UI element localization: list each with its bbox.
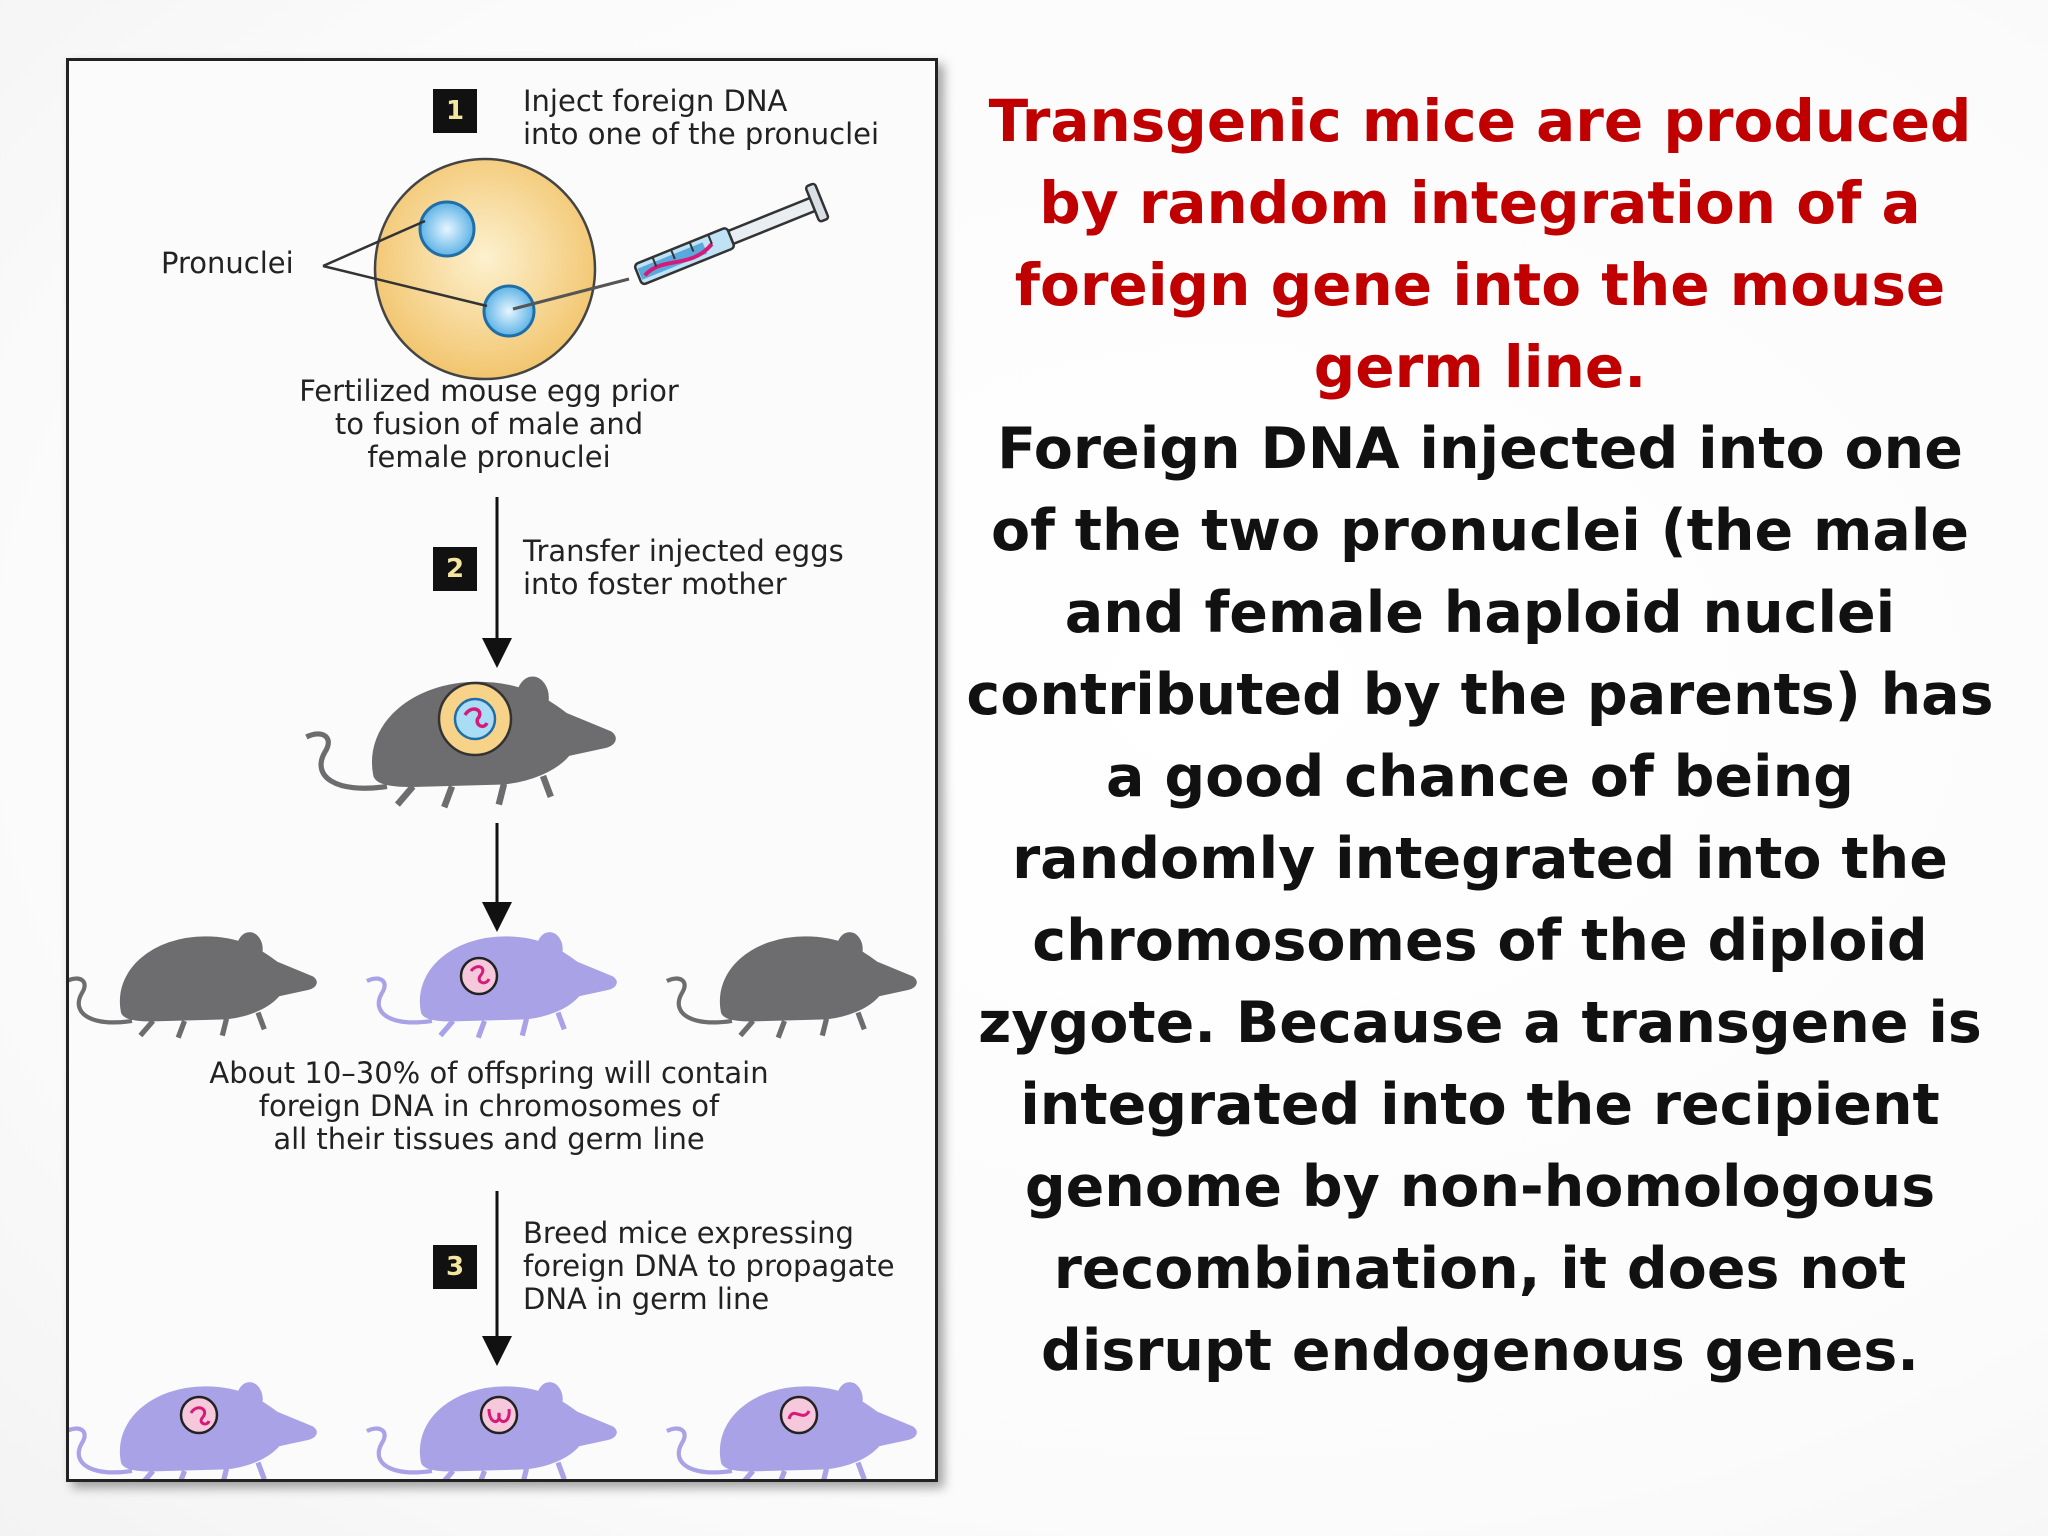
pronucleus-icon <box>482 284 536 338</box>
transgene-marker-icon <box>179 1395 219 1435</box>
egg-caption: Fertilized mouse egg prior to fusion of … <box>299 374 679 474</box>
offspring-caption: About 10–30% of offspring will contain f… <box>209 1056 769 1156</box>
offspring-mouse-nontransgenic <box>667 933 916 1038</box>
step-2-text: Transfer injected eggs into foster mothe… <box>523 534 844 601</box>
pronucleus-icon <box>418 200 476 258</box>
pointer-line <box>322 264 488 308</box>
step-1-text: Inject foreign DNA into one of the pronu… <box>523 84 880 151</box>
syringe-icon <box>512 182 830 311</box>
explanation-text: Transgenic mice are produced by random i… <box>960 80 2000 1392</box>
step-3-badge: 3 <box>433 1245 477 1289</box>
step-1-badge: 1 <box>433 89 477 133</box>
fertilized-egg <box>373 157 597 381</box>
pointer-line <box>322 219 426 268</box>
slide-title: Transgenic mice are produced by random i… <box>988 87 1972 401</box>
step-2-badge: 2 <box>433 547 477 591</box>
slide-body: Foreign DNA injected into one of the two… <box>966 416 1994 1384</box>
figure-graphics <box>69 157 935 1479</box>
transgenic-mouse-figure: 1 Inject foreign DNA into one of the pro… <box>66 58 938 1482</box>
pronuclei-label: Pronuclei <box>161 246 294 280</box>
step-3-text: Breed mice expressing foreign DNA to pro… <box>523 1216 895 1316</box>
offspring-mouse-nontransgenic <box>69 933 316 1038</box>
